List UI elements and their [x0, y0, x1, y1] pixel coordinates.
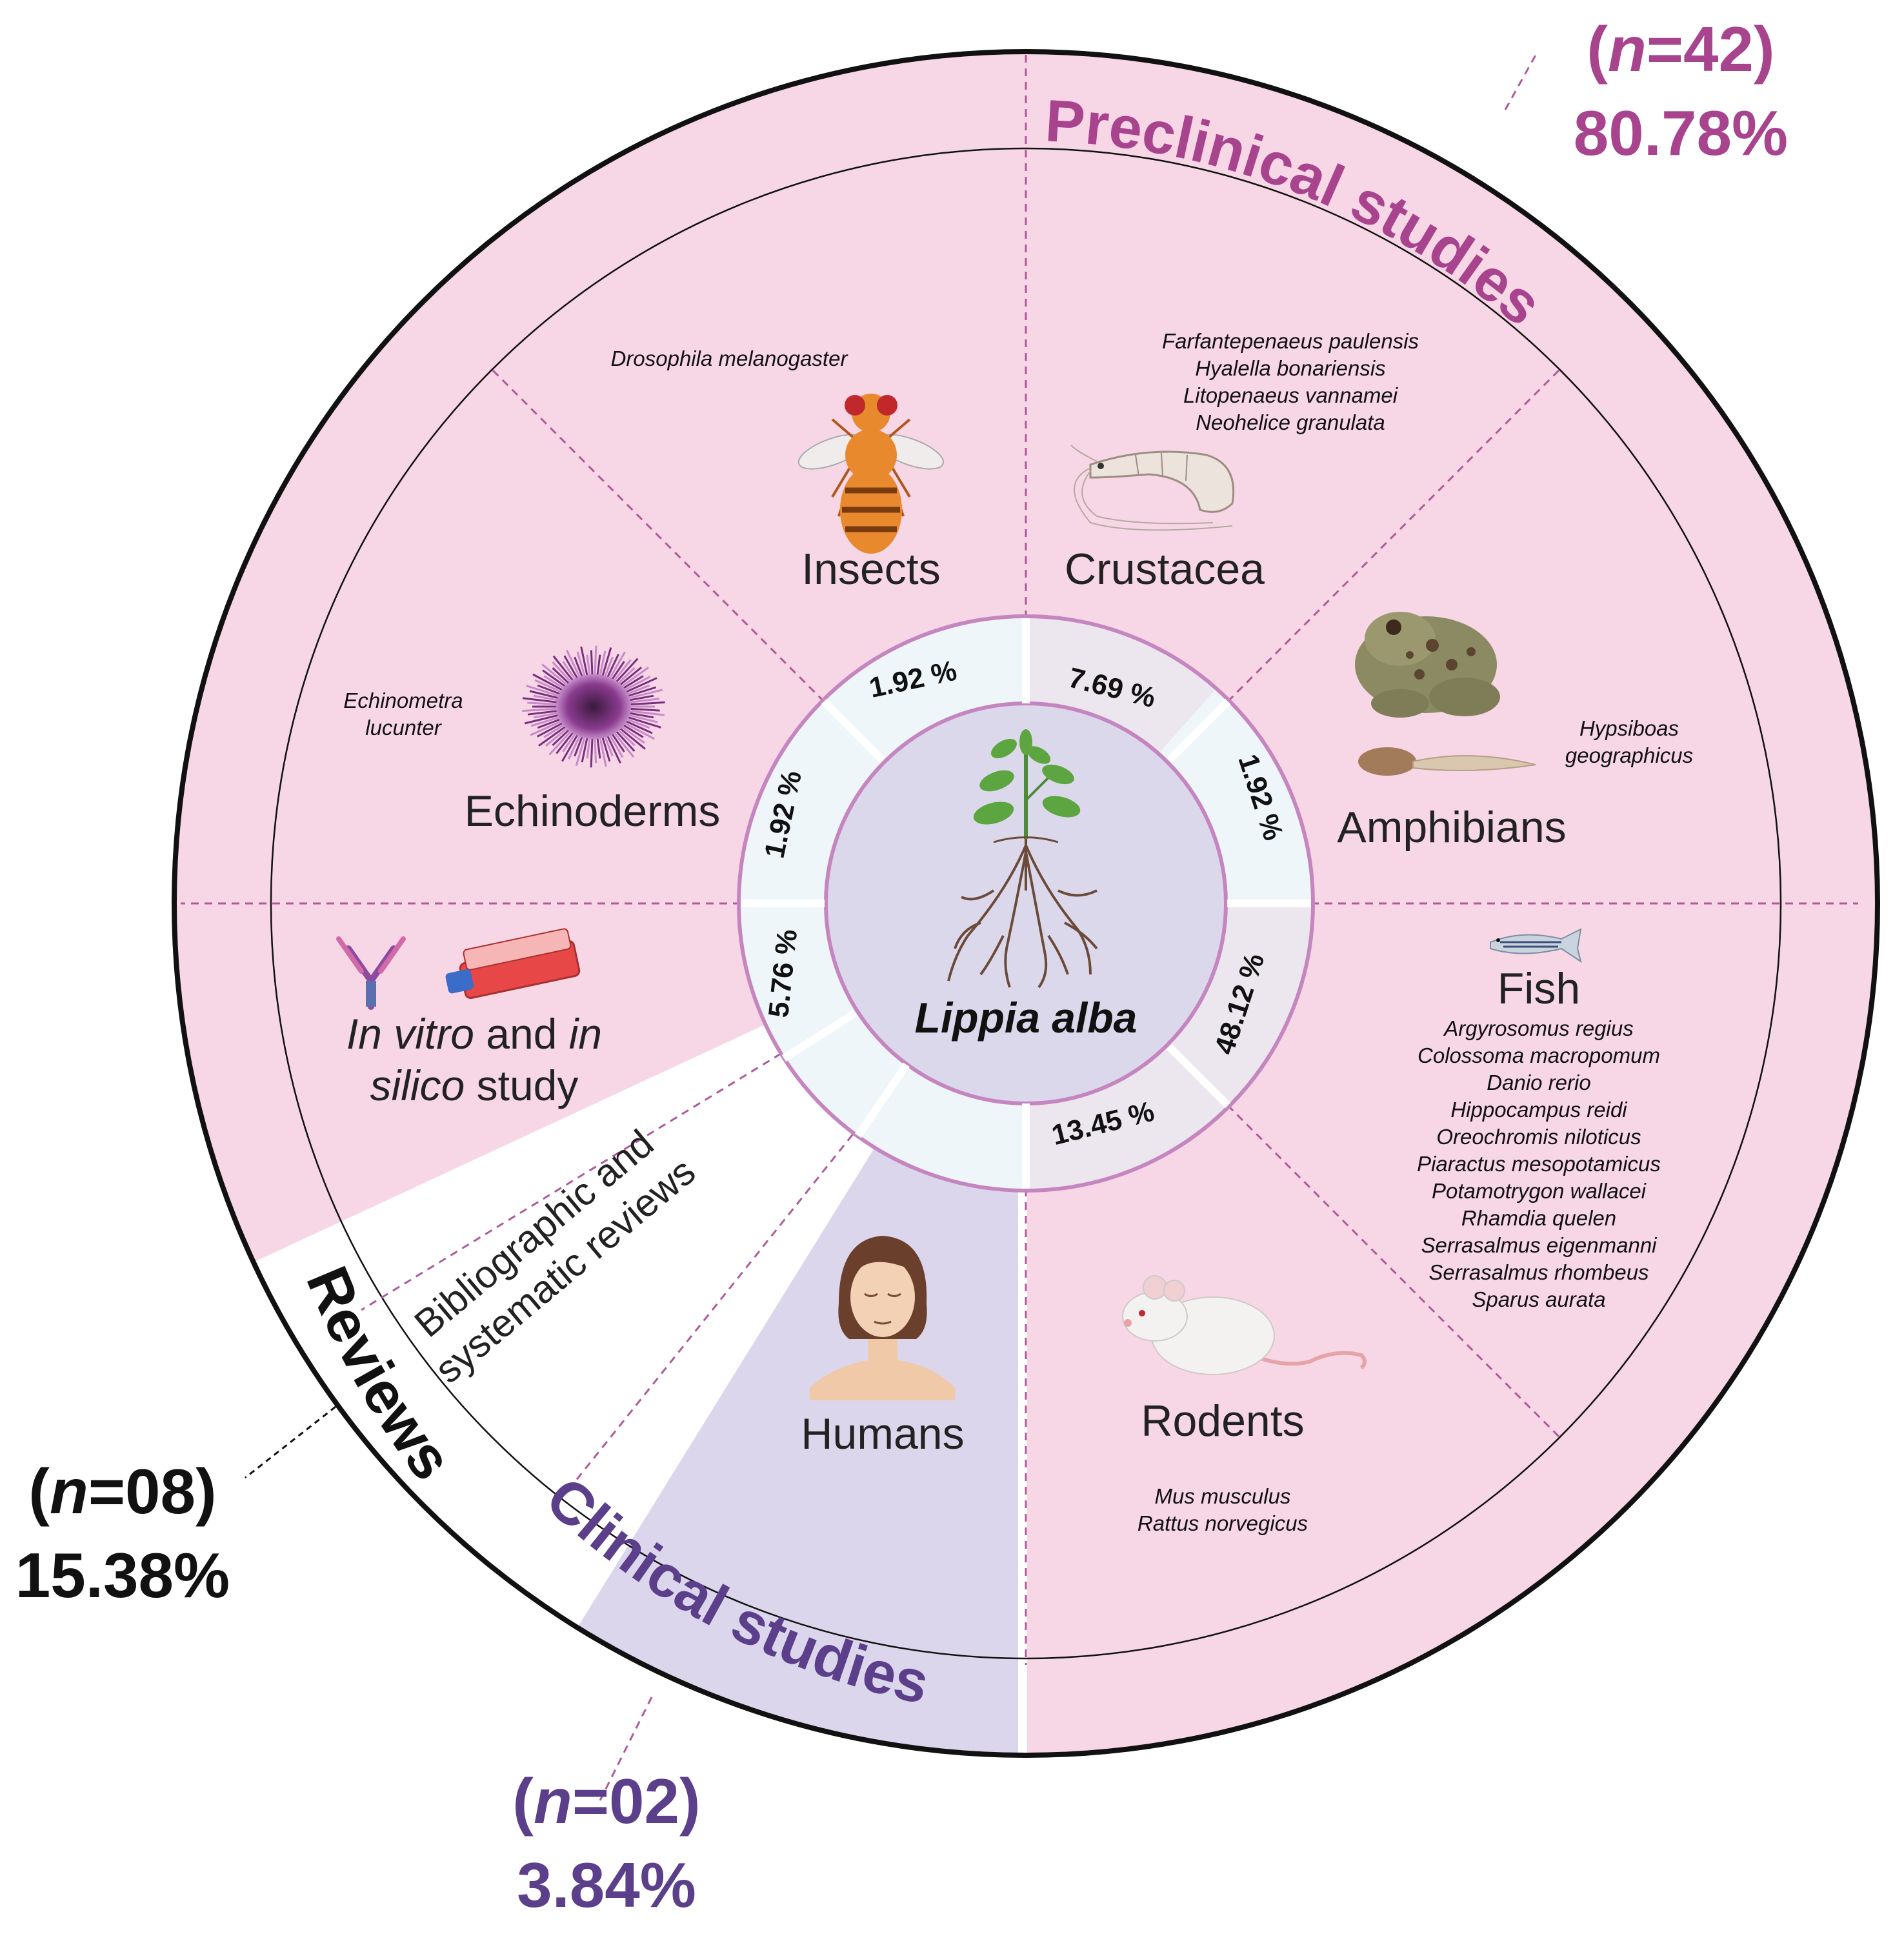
species-insects: Drosophila melanogaster: [611, 347, 849, 370]
shrimp-icon: [1070, 445, 1235, 531]
human-face-icon: [810, 1236, 955, 1400]
preclinical-percent: 80.78%: [1574, 97, 1788, 168]
species-crustacea-3: Neohelice granulata: [1196, 410, 1385, 434]
species-fish-8: Serrasalmus eigenmanni: [1421, 1233, 1658, 1257]
species-fish-6: Potamotrygon wallacei: [1432, 1179, 1647, 1203]
tadpole-icon: [1358, 747, 1536, 776]
species-crustacea-1: Hyalella bonariensis: [1195, 356, 1385, 380]
label-rodents: Rodents: [1141, 1396, 1304, 1445]
outer-border: [172, 49, 1880, 1758]
reviews-n-italic: n: [50, 1456, 88, 1527]
zebrafish-icon: [1490, 928, 1582, 963]
sea-urchin-icon: [522, 645, 665, 768]
percent-ring: [737, 614, 1315, 1193]
species-amphibians-0: Hypsiboas: [1579, 716, 1679, 740]
species-fish-7: Rhamdia quelen: [1461, 1206, 1616, 1230]
invitro-italic-b: in: [569, 1010, 602, 1058]
species-fish-4: Oreochromis niloticus: [1436, 1125, 1641, 1149]
invitro-line-1: In vitro and in: [346, 1010, 602, 1058]
species-fish-10: Sparus aurata: [1472, 1287, 1605, 1311]
fruit-fly-icon: [797, 394, 945, 554]
species-fish-2: Danio rerio: [1487, 1071, 1590, 1094]
clinical-percent: 3.84%: [517, 1849, 696, 1920]
invitro-italic-a: In vitro: [346, 1010, 474, 1058]
plant-with-roots-icon: [947, 729, 1098, 989]
cell-culture-flask-icon: [445, 928, 581, 1000]
center-label: Lippia alba: [915, 994, 1137, 1042]
mouse-icon: [1122, 1275, 1367, 1375]
reviews-n-rest: =08): [88, 1456, 217, 1527]
species-echinoderms-1: lucunter: [365, 716, 442, 740]
label-amphibians: Amphibians: [1337, 803, 1566, 852]
species-rodents-0: Mus musculus: [1155, 1484, 1291, 1508]
label-crustacea: Crustacea: [1065, 545, 1265, 594]
species-fish-5: Piaractus mesopotamicus: [1417, 1152, 1661, 1176]
species-fish-9: Serrasalmus rhombeus: [1428, 1260, 1648, 1284]
clinical-n-italic: n: [534, 1766, 572, 1837]
reviews-leader: [245, 1405, 336, 1479]
invitro-plain: and: [474, 1010, 569, 1058]
species-amphibians-1: geographicus: [1565, 743, 1693, 767]
species-fish-3: Hippocampus reidi: [1450, 1098, 1628, 1122]
label-humans: Humans: [801, 1409, 964, 1458]
insilico-plain: study: [465, 1062, 578, 1109]
preclinical-n-rest: =42): [1647, 14, 1775, 85]
species-crustacea-2: Litopenaeus vannamei: [1183, 383, 1399, 407]
frog-icon: [1355, 612, 1500, 718]
label-insects: Insects: [801, 545, 940, 594]
species-fish-1: Colossoma macropomum: [1418, 1043, 1660, 1067]
clinical-n-rest: =02): [572, 1766, 701, 1837]
clinical-n: (n=02): [512, 1766, 700, 1837]
species-crustacea-0: Farfantepenaeus paulensis: [1162, 329, 1419, 353]
species-echinoderms-0: Echinometra: [343, 689, 463, 712]
antibody-icon: [336, 936, 406, 1010]
species-rodents-1: Rattus norvegicus: [1137, 1511, 1308, 1535]
preclinical-n: (n=42): [1587, 14, 1774, 85]
reviews-n: (n=08): [28, 1456, 216, 1527]
sector-dividers: [181, 51, 1858, 1801]
label-echinoderms: Echinoderms: [465, 787, 721, 836]
invitro-line-2: silico study: [370, 1062, 579, 1109]
species-fish-0: Argyrosomus regius: [1443, 1016, 1633, 1040]
reviews-percent: 15.38%: [15, 1540, 230, 1611]
label-fish: Fish: [1498, 964, 1580, 1013]
category-ring: [270, 147, 1782, 1660]
insilico-italic: silico: [370, 1062, 465, 1109]
preclinical-n-italic: n: [1608, 14, 1647, 85]
